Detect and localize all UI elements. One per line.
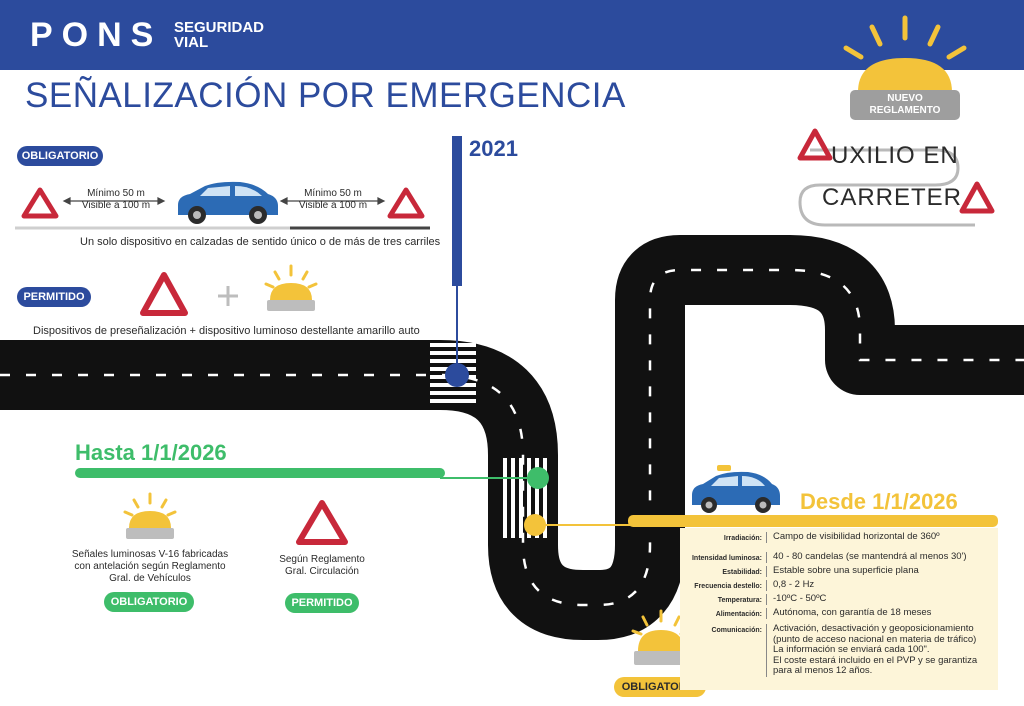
warning-triangle-icon [387,187,425,219]
desde-title: Desde 1/1/2026 [800,489,958,514]
timeline-hasta-pin [527,467,549,489]
arrow-icon [62,197,386,205]
spec-table: Irradiación: Campo de visibilidad horizo… [680,528,998,690]
timeline-2021-bar [452,136,462,286]
v16-caption: Señales luminosas V-16 fabricadas con an… [71,549,229,584]
auxilio-logo [797,128,995,227]
spec-row: Alimentación: Autónoma, con garantía de … [680,607,998,619]
brand-subtitle: SEGURIDAD VIAL [174,19,265,51]
hasta-obligatorio-badge: OBLIGATORIO [104,592,194,612]
distance-left: Mínimo 50 m Visible a 100 m [81,188,151,211]
car-with-beacon-icon [692,465,780,513]
hasta-permitido-badge: PERMITIDO [285,593,359,613]
timeline-2021-pin [445,363,469,387]
reglamento-caption: Según Reglamento Gral. Circulación [279,554,365,577]
car-icon [178,181,278,224]
brand-logo: PONS [30,16,163,54]
page-title: SEÑALIZACIÓN POR EMERGENCIA [25,76,626,115]
obligatorio-caption: Un solo dispositivo en calzadas de senti… [80,236,441,248]
plus-icon [218,286,238,306]
timeline-desde-pin [524,514,546,536]
distance-right: Mínimo 50 m Visible a 100 m [298,188,368,211]
beacon-light-icon [123,492,177,539]
hasta-title: Hasta 1/1/2026 [75,440,227,465]
spec-row: Intensidad luminosa: 40 - 80 candelas (s… [680,551,998,563]
obligatorio-badge: OBLIGATORIO [17,146,103,166]
permitido-badge: PERMITIDO [17,287,91,307]
spec-row: Frecuencia destello: 0,8 - 2 Hz [680,579,998,591]
beacon-light-icon [264,264,318,311]
timeline-hasta-bar [75,468,445,478]
sun-icon [843,15,967,120]
spec-row: Irradiación: Campo de visibilidad horizo… [680,531,998,543]
nuevo-reglamento-badge: NUEVO REGLAMENTO [869,93,941,116]
beacon-light-icon [631,609,691,665]
year-2021-label: 2021 [469,136,518,161]
spec-row: Comunicación: Activación, desactivación … [680,623,998,677]
timeline-desde-bar [628,515,998,527]
warning-triangle-icon [296,500,348,545]
spec-row: Temperatura: -10ºC - 50ºC [680,593,998,605]
warning-triangle-icon [21,187,59,219]
header-bar: PONS SEGURIDAD VIAL [0,0,1024,70]
road [0,235,1024,640]
auxilio-line2: CARRETER [822,184,963,211]
auxilio-line1: UXILIO EN [831,142,959,169]
spec-row: Estabilidad: Estable sobre una superfici… [680,565,998,577]
warning-triangle-icon [140,272,188,316]
crosswalk-2026 [503,458,547,538]
permitido-caption: Dispositivos de preseñalización + dispos… [33,325,420,337]
